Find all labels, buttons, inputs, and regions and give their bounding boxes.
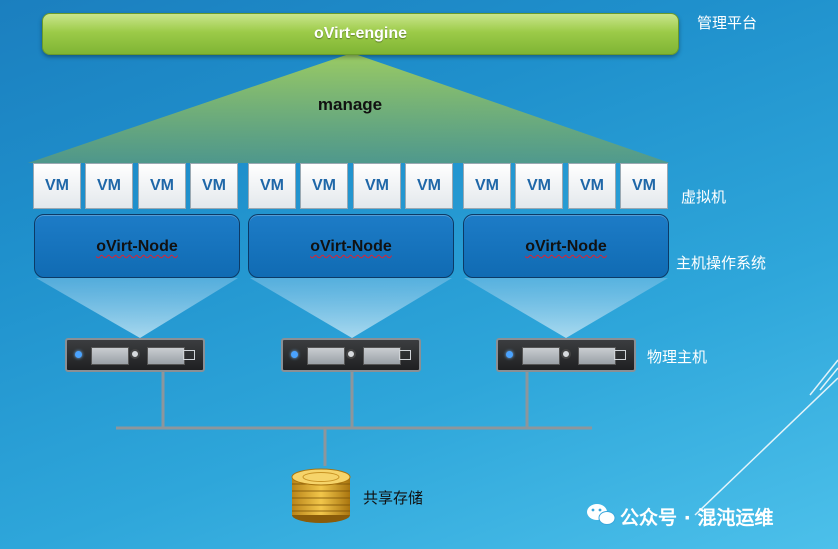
vm-box: VM	[138, 163, 186, 209]
ovirt-node-label: oVirt-Node	[96, 238, 178, 255]
vm-box: VM	[405, 163, 453, 209]
ovirt-node-1: oVirt-Node	[34, 214, 240, 278]
wechat-icon	[587, 504, 616, 525]
vm-box: VM	[85, 163, 133, 209]
vm-box: VM	[248, 163, 296, 209]
vm-box: VM	[568, 163, 616, 209]
vm-box: VM	[300, 163, 348, 209]
ovirt-engine-bar: oVirt-engine	[42, 13, 679, 55]
vm-label: VM	[150, 177, 174, 194]
vm-label: VM	[475, 177, 499, 194]
manage-triangle	[28, 53, 670, 163]
ovirt-node-label: oVirt-Node	[310, 238, 392, 255]
vm-label: VM	[417, 177, 441, 194]
funnel-1	[36, 278, 238, 338]
vm-box: VM	[190, 163, 238, 209]
vm-label: VM	[260, 177, 284, 194]
vm-box: VM	[463, 163, 511, 209]
shared-storage-label: 共享存储	[363, 489, 424, 507]
vm-label: VM	[365, 177, 389, 194]
server-icon	[496, 338, 636, 372]
vm-label: VM	[45, 177, 69, 194]
server-icon	[281, 338, 421, 372]
ovirt-node-2: oVirt-Node	[248, 214, 454, 278]
funnel-3	[464, 278, 668, 338]
ovirt-node-3: oVirt-Node	[463, 214, 669, 278]
ovirt-node-label: oVirt-Node	[525, 238, 607, 255]
watermark-text: 公众号 · 混沌运维	[620, 507, 774, 529]
vm-label: VM	[97, 177, 121, 194]
vm-box: VM	[620, 163, 668, 209]
vm-label: VM	[312, 177, 336, 194]
management-platform-label: 管理平台	[697, 14, 758, 32]
funnel-2	[250, 278, 452, 338]
decor-lines	[694, 359, 838, 516]
network-lines	[116, 372, 592, 466]
vm-box: VM	[33, 163, 81, 209]
server-icon	[65, 338, 205, 372]
vm-label: VM	[202, 177, 226, 194]
virtual-machine-label: 虚拟机	[681, 188, 727, 206]
vm-label: VM	[632, 177, 656, 194]
host-os-label: 主机操作系统	[676, 254, 767, 272]
vm-box: VM	[515, 163, 563, 209]
ovirt-engine-label: oVirt-engine	[313, 25, 408, 42]
physical-host-label: 物理主机	[647, 348, 708, 366]
vm-label: VM	[527, 177, 551, 194]
manage-label: manage	[317, 95, 383, 114]
vm-box: VM	[353, 163, 401, 209]
vm-label: VM	[580, 177, 604, 194]
database-icon	[291, 468, 351, 523]
